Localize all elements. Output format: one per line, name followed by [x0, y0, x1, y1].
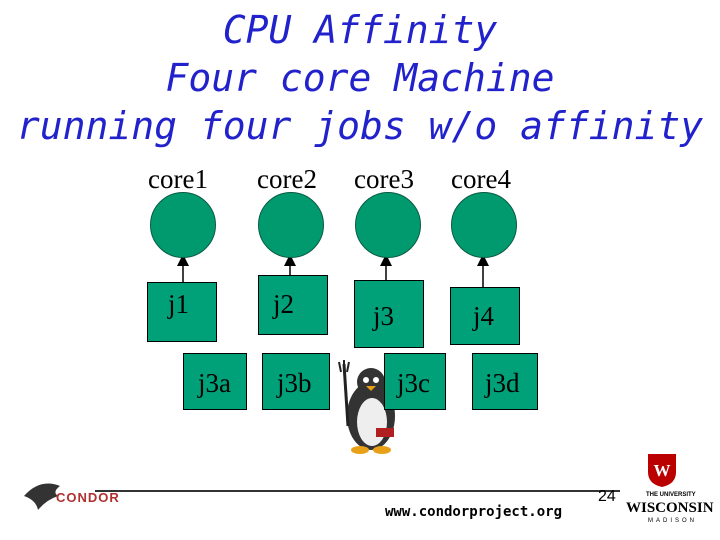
job-j4-label: j4: [473, 301, 495, 331]
job-j3b-box: j3b: [262, 353, 330, 410]
penguin-mascot-image: [338, 360, 395, 454]
title-line-2: Four core Machine: [165, 56, 555, 100]
core2-circle: [258, 192, 324, 258]
core3-label: core3: [354, 164, 414, 194]
job-j3d-box: j3d: [472, 353, 538, 410]
title-line-3: running four jobs w/o affinity: [16, 104, 704, 148]
job-j4-box: j4: [450, 287, 520, 345]
condor-bird-icon: [24, 483, 60, 510]
uw-logo-line2: WISCONSIN: [626, 500, 714, 516]
job-j2-box: j2: [258, 275, 328, 335]
uw-logo-line1: THE UNIVERSITY: [646, 492, 696, 498]
job-j3-label: j3: [373, 301, 395, 331]
job-j3a-label: j3a: [198, 368, 231, 398]
footer-url: www.condorproject.org: [385, 504, 563, 520]
job-j2-label: j2: [273, 289, 295, 319]
uw-logo-line3: MADISON: [648, 518, 698, 524]
title-line-1: CPU Affinity: [222, 8, 498, 52]
footer-divider: [95, 490, 620, 492]
job-j3d-label: j3d: [485, 368, 520, 398]
job-j3c-label: j3c: [397, 368, 430, 398]
svg-text:W: W: [654, 461, 671, 480]
job-j1-box: j1: [147, 282, 217, 342]
job-j3a-box: j3a: [183, 353, 247, 410]
uw-crest-icon: W: [648, 454, 676, 487]
job-j3-box: j3: [354, 280, 424, 348]
job-j3b-label: j3b: [277, 368, 312, 398]
job-j3c-box: j3c: [384, 353, 446, 410]
slide-title: CPU Affinity Four core Machine running f…: [0, 6, 720, 150]
core1-label: core1: [148, 164, 208, 194]
core1-circle: [150, 192, 216, 258]
condor-logo-text: CONDOR: [56, 490, 120, 505]
core3-circle: [355, 192, 421, 258]
core2-label: core2: [257, 164, 317, 194]
job-j1-label: j1: [168, 289, 190, 319]
core4-circle: [451, 192, 517, 258]
core4-label: core4: [451, 164, 511, 194]
slide-number: 24: [598, 488, 616, 505]
